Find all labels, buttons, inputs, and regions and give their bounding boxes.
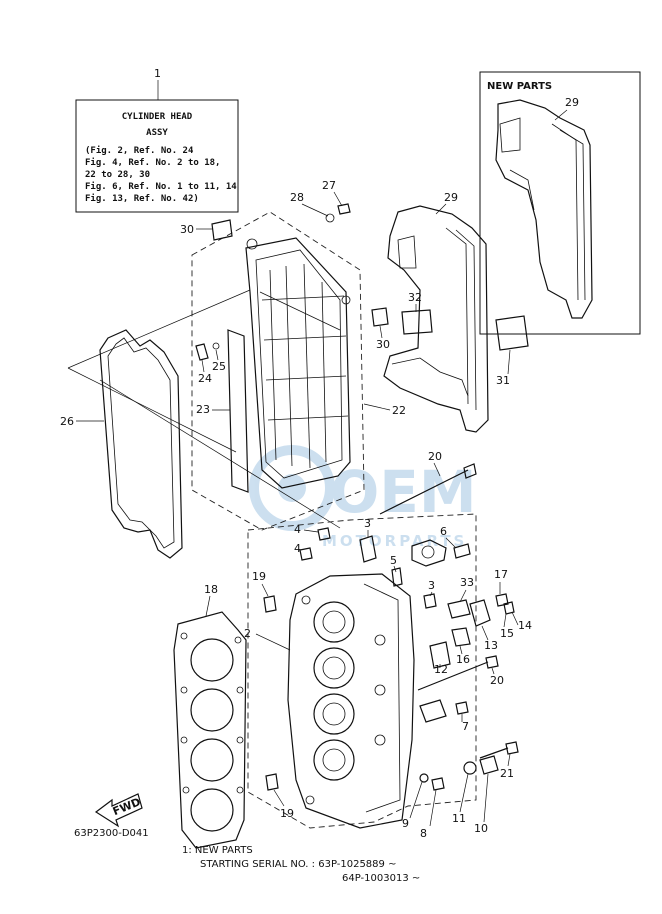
callout-30a: 30: [180, 223, 194, 236]
callout-1: 1: [154, 67, 161, 80]
leader-lines: [67, 289, 341, 529]
head-cover-22: [245, 237, 351, 489]
callout-31: 31: [496, 374, 510, 387]
drain-parts: [419, 755, 499, 791]
lower-assembly-outline: [247, 513, 477, 829]
grommets-30: [211, 219, 389, 327]
box-line-1: (Fig. 2, Ref. No. 24: [85, 145, 194, 156]
callout-12: 12: [434, 663, 448, 676]
callout-7: 7: [462, 720, 469, 733]
gasket-32: [401, 309, 433, 335]
callout-2: 2: [244, 627, 251, 640]
box-title: CYLINDER HEAD: [122, 112, 193, 122]
callout-21: 21: [500, 767, 514, 780]
box-line-2: Fig. 4, Ref. No. 2 to 18,: [85, 157, 220, 168]
new-parts-title: NEW PARTS: [487, 81, 552, 92]
dowel-19a: [263, 595, 277, 613]
callout-32: 32: [408, 291, 422, 304]
fwd-arrow-icon: FWD: [94, 793, 143, 828]
callout-23: 23: [196, 403, 210, 416]
box-line-4: Fig. 6, Ref. No. 1 to 11, 14: [85, 181, 237, 192]
nut-4a: [317, 527, 331, 541]
callout-20a: 20: [428, 450, 442, 463]
callout-15: 15: [500, 627, 514, 640]
bolts-top: [195, 203, 351, 361]
callout-9: 9: [402, 817, 409, 830]
watermark-sub: MOTORPARTS: [322, 532, 467, 550]
callout-29-new: 29: [565, 96, 579, 109]
callouts: 27 28 29 30 32 30 31 24 25 23 22 26 20 4…: [60, 179, 532, 840]
callout-30b: 30: [376, 338, 390, 351]
callout-18: 18: [204, 583, 218, 596]
gasket-31: [495, 315, 529, 351]
callout-19a: 19: [252, 570, 266, 583]
callout-8: 8: [420, 827, 427, 840]
nut-4b: [299, 547, 313, 561]
dowel-19b: [265, 773, 279, 791]
new-parts-box: NEW PARTS 29: [479, 71, 641, 335]
callout-20b: 20: [490, 674, 504, 687]
callout-5: 5: [390, 554, 397, 567]
watermark-brand: OEM: [330, 458, 477, 526]
callout-22: 22: [392, 404, 406, 417]
callout-3a: 3: [364, 517, 371, 530]
bolt-20-top: [379, 463, 477, 515]
box-line-5: Fig. 13, Ref. No. 42): [85, 193, 199, 204]
box-subtitle: ASSY: [146, 128, 168, 138]
callout-6: 6: [440, 525, 447, 538]
footnote-line-2: STARTING SERIAL NO. : 63P-1025889 ~: [200, 859, 396, 870]
callout-27: 27: [322, 179, 336, 192]
callout-29: 29: [444, 191, 458, 204]
callout-10: 10: [474, 822, 488, 835]
head-gasket-18: [173, 611, 247, 849]
diagram-code: 63P2300-D041: [74, 828, 149, 839]
callout-3b: 3: [428, 579, 435, 592]
callout-28: 28: [290, 191, 304, 204]
callout-4b: 4: [294, 542, 301, 555]
lower-bolts: [417, 655, 519, 759]
callout-19b: 19: [280, 807, 294, 820]
footnote-line-3: 64P-1003013 ~: [342, 873, 420, 884]
cover-29: [383, 205, 489, 433]
gasket-23: [227, 329, 249, 493]
callout-24: 24: [198, 372, 212, 385]
callout-16: 16: [456, 653, 470, 666]
callout-14: 14: [518, 619, 532, 632]
callout-4a: 4: [294, 523, 301, 536]
callout-33: 33: [460, 576, 474, 589]
callout-17: 17: [494, 568, 508, 581]
footnote-line-1: 1: NEW PARTS: [182, 845, 253, 856]
callout-13: 13: [484, 639, 498, 652]
footnote: 1: NEW PARTS STARTING SERIAL NO. : 63P-1…: [182, 845, 420, 884]
box-line-3: 22 to 28, 30: [85, 170, 150, 180]
callout-25: 25: [212, 360, 226, 373]
callout-11: 11: [452, 812, 466, 825]
cylinder-head-assy-box: 1 CYLINDER HEAD ASSY (Fig. 2, Ref. No. 2…: [75, 67, 239, 213]
callout-26: 26: [60, 415, 74, 428]
cylinder-head-2: [287, 573, 415, 829]
gasket-26: [99, 329, 183, 559]
